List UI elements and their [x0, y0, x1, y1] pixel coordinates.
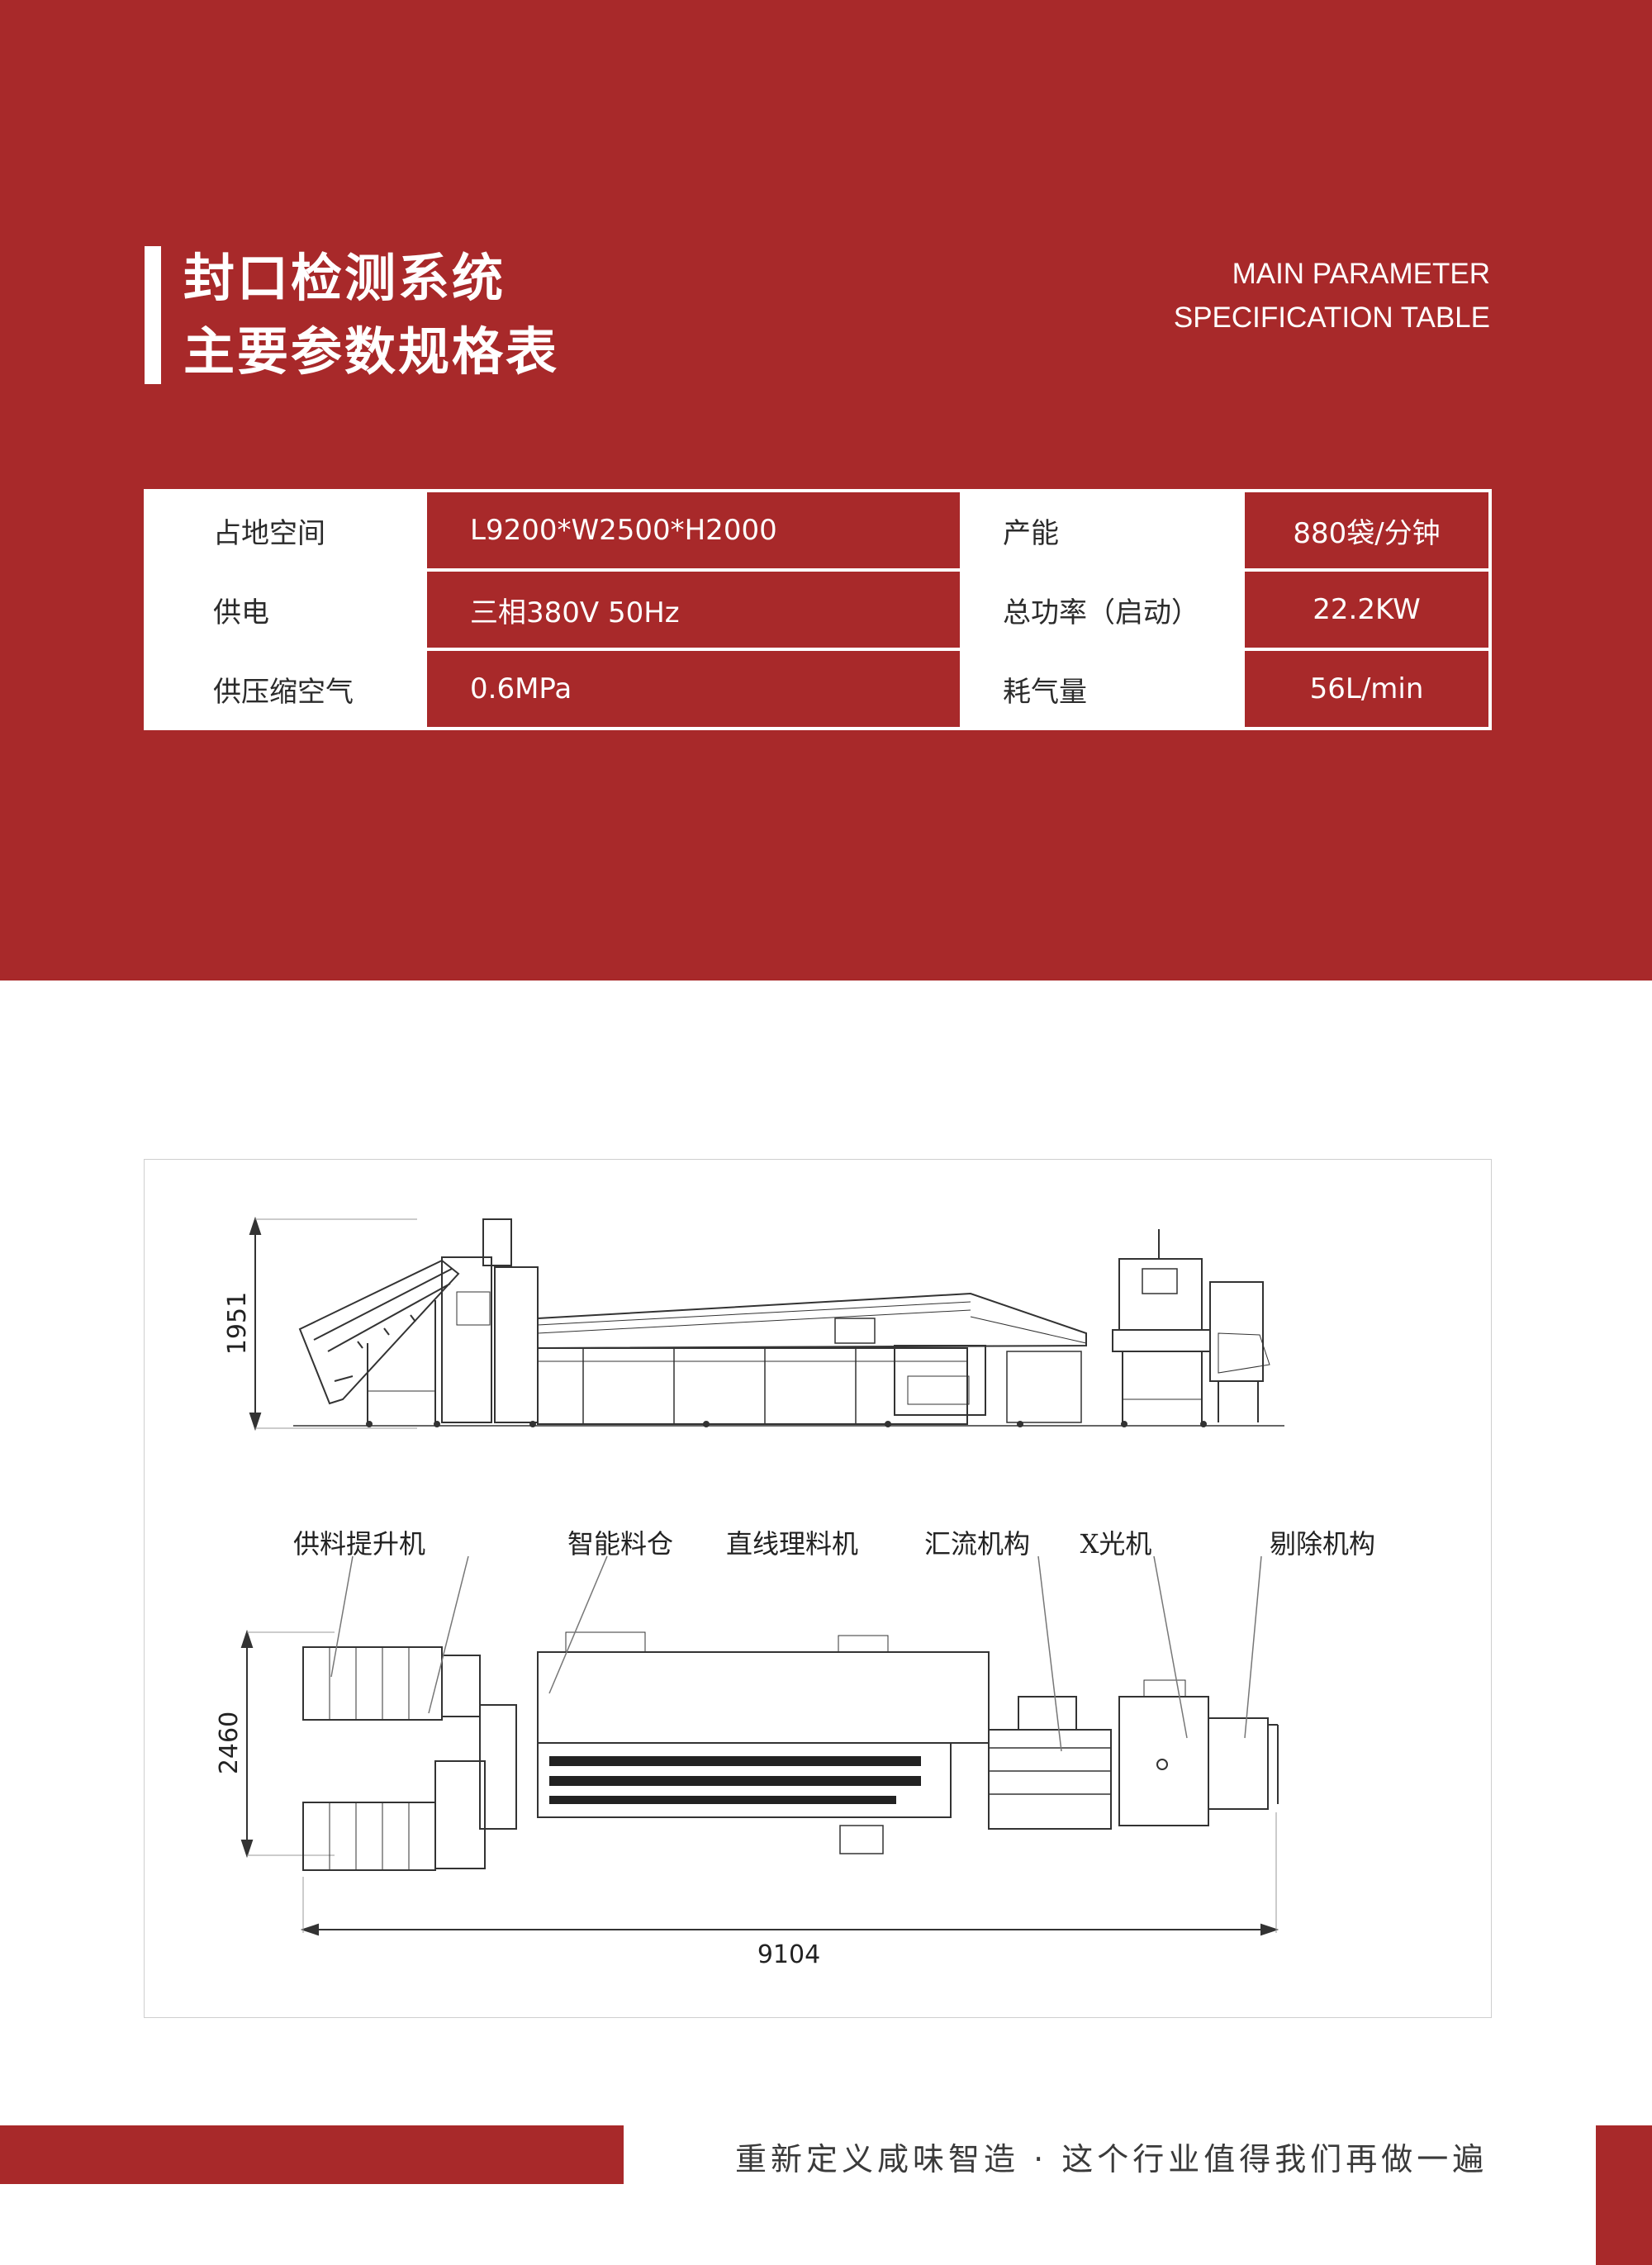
label-xray: X光机	[1080, 1528, 1152, 1560]
header-band: 封口检测系统 主要参数规格表 MAIN PARAMETER SPECIFICAT…	[0, 0, 1652, 981]
title-zh-line1: 封口检测系统	[183, 248, 506, 308]
spec-value: 三相380V 50Hz	[427, 572, 960, 648]
spec-label: 耗气量	[963, 651, 1241, 727]
title-zh-line2: 主要参数规格表	[183, 321, 560, 382]
spec-table: 占地空间 L9200*W2500*H2000 产能 880袋/分钟 供电 三相3…	[144, 489, 1492, 730]
title-en-line1: MAIN PARAMETER	[1232, 258, 1490, 290]
spec-label: 总功率（启动）	[963, 572, 1241, 648]
spec-value: 56L/min	[1245, 651, 1488, 727]
dim-length-label: 9104	[757, 1940, 820, 1969]
spec-value: 0.6MPa	[427, 651, 960, 727]
footer-slogan: 重新定义咸味智造 · 这个行业值得我们再做一遍	[735, 2141, 1488, 2177]
label-smart-bin: 智能料仓	[567, 1528, 673, 1560]
spec-value: L9200*W2500*H2000	[427, 492, 960, 568]
title-en-line2: SPECIFICATION TABLE	[1173, 302, 1490, 334]
spec-value: 22.2KW	[1245, 572, 1488, 648]
footer-red-bar-right	[1596, 2125, 1652, 2265]
machine-drawing: 1951 2460 9104 供料提升机 智能料仓 直线理料机 汇流机构 X光机…	[144, 1159, 1492, 2018]
label-linear-sorter: 直线理料机	[726, 1528, 858, 1560]
spec-value: 880袋/分钟	[1245, 492, 1488, 568]
footer-red-bar-left	[0, 2125, 624, 2184]
dim-plan-width-label: 2460	[215, 1712, 244, 1774]
spec-label: 占地空间	[147, 492, 425, 568]
label-rejector: 剔除机构	[1270, 1528, 1375, 1560]
spec-label: 产能	[963, 492, 1241, 568]
title-accent-bar	[145, 246, 161, 384]
label-feed-elevator: 供料提升机	[293, 1528, 425, 1560]
spec-label: 供电	[147, 572, 425, 648]
dim-height-label: 1951	[223, 1292, 252, 1355]
machine-drawing-svg: 1951 2460 9104 供料提升机 智能料仓 直线理料机 汇流机构 X光机…	[215, 1216, 1375, 1969]
label-merger: 汇流机构	[924, 1528, 1030, 1560]
spec-label: 供压缩空气	[147, 651, 425, 727]
